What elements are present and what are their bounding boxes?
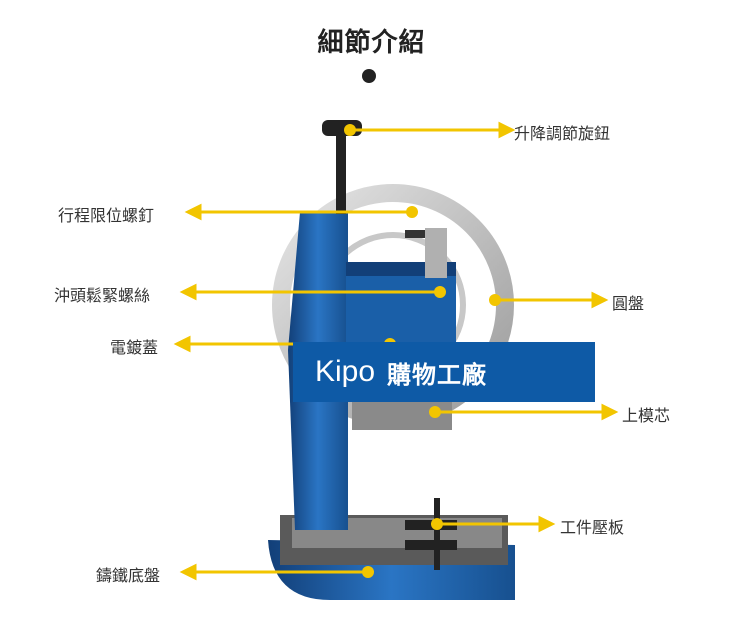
lift-screw (336, 132, 346, 214)
label-cast-base: 鑄鐵底盤 (96, 566, 161, 585)
label-punch-screw: 沖頭鬆緊螺絲 (54, 286, 151, 305)
watermark-text: 購物工廠 (387, 360, 488, 389)
lift-knob (322, 120, 362, 136)
label-work-plate: 工件壓板 (560, 518, 625, 537)
label-plated-cover: 電鍍蓋 (110, 338, 159, 357)
clamp-plate (405, 520, 457, 530)
label-stroke-screw: 行程限位螺釘 (58, 206, 155, 225)
label-disc: 圓盤 (612, 294, 645, 313)
title-dot (362, 69, 376, 83)
watermark-brand: Kipo (315, 355, 376, 388)
label-lift-knob: 升降調節旋鈕 (514, 124, 611, 143)
page-title: 細節介紹 (317, 28, 426, 58)
label-upper-die: 上模芯 (622, 406, 671, 425)
watermark-banner: Kipo 購物工廠 (293, 342, 595, 402)
